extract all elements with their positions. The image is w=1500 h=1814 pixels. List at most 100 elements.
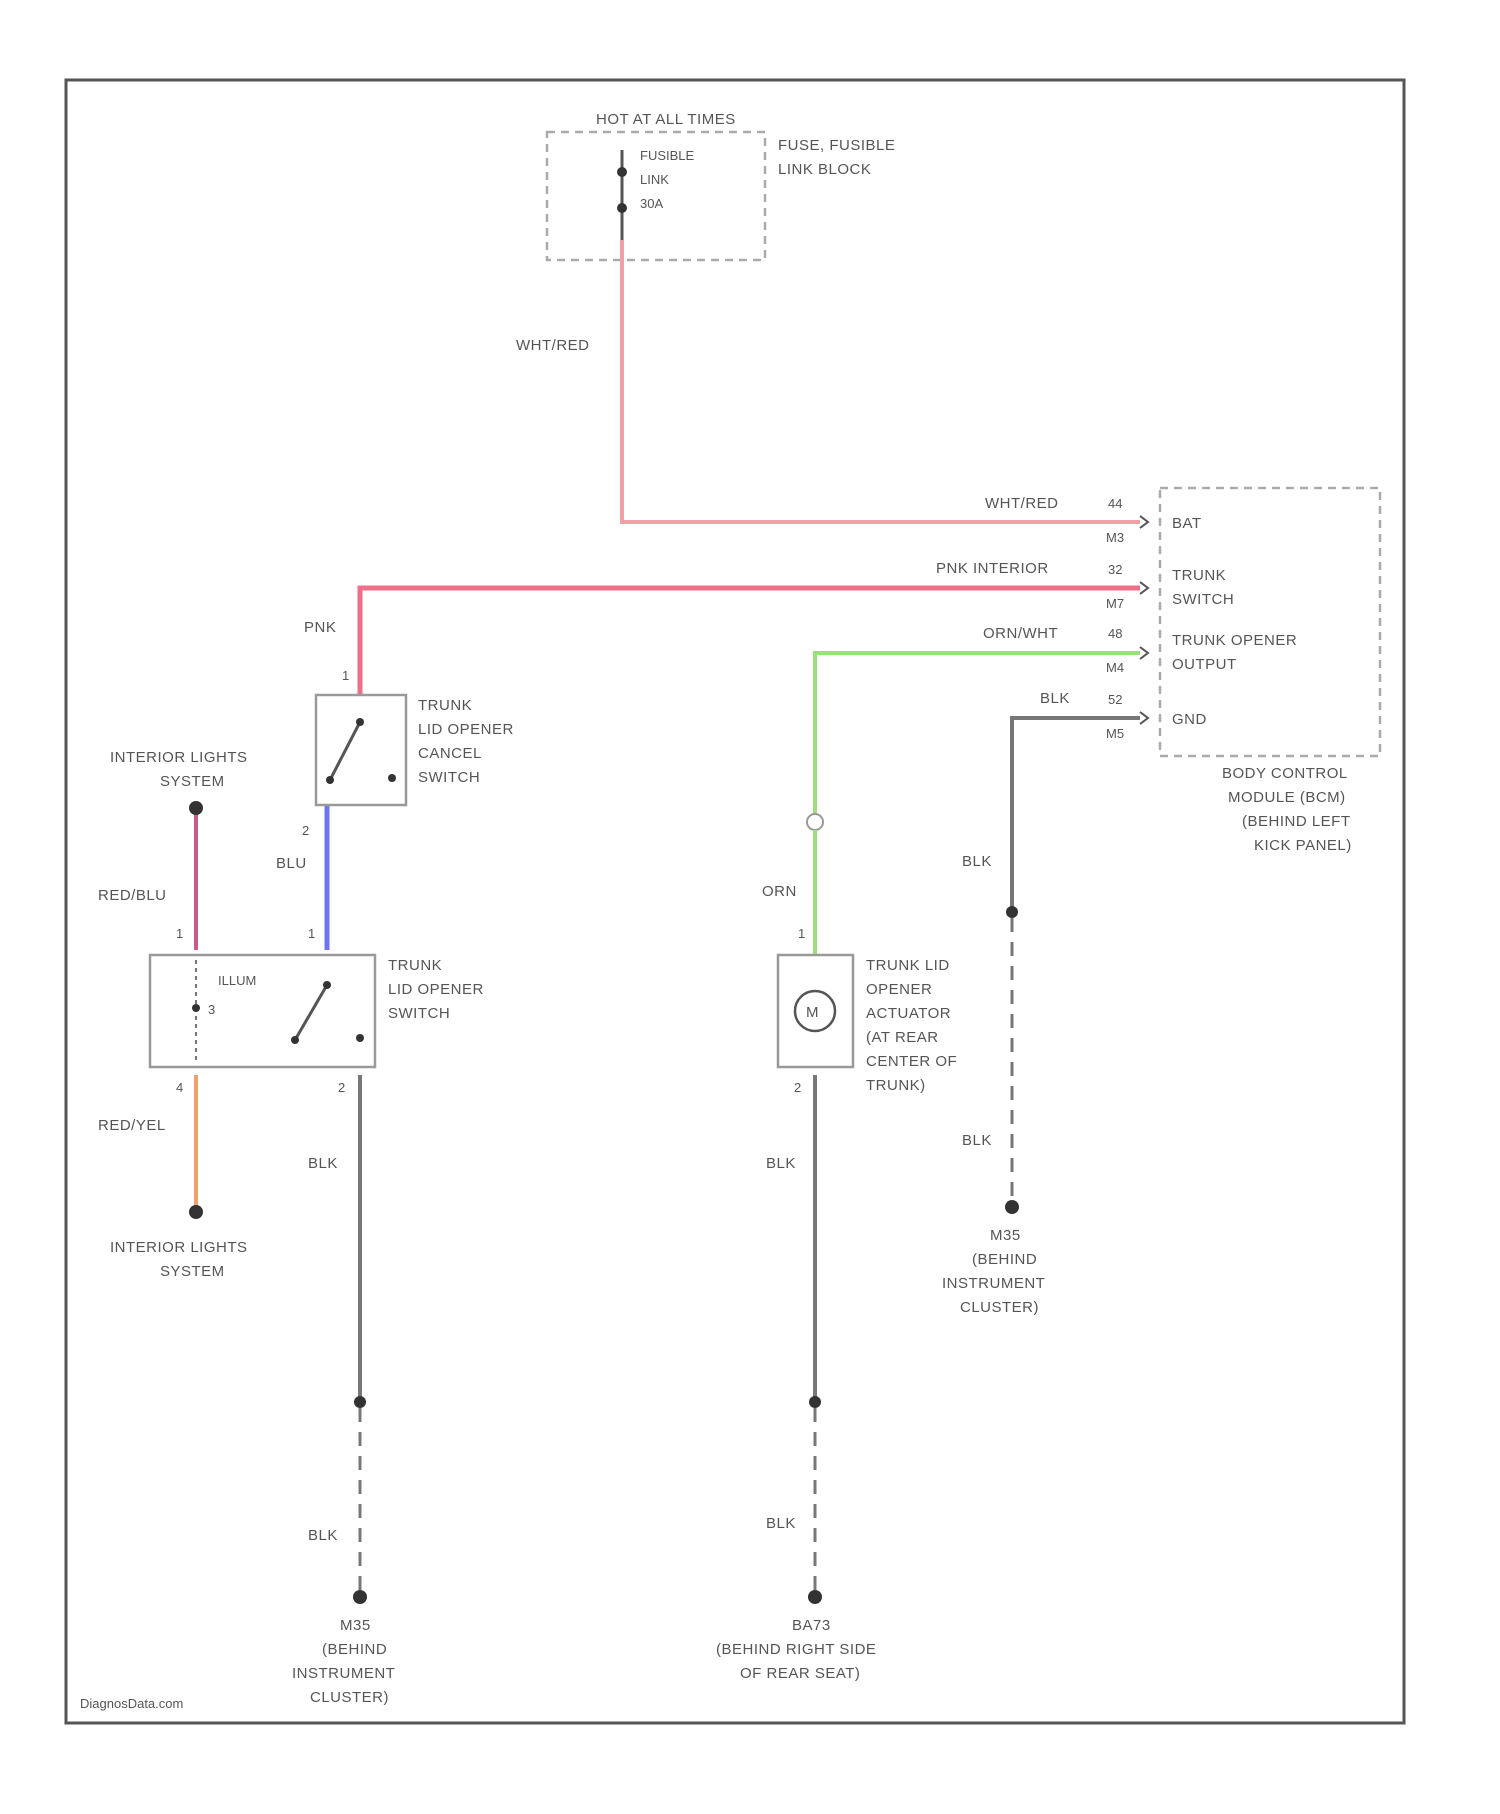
interior-lights-bottom-connector-icon [189,1205,203,1219]
opener-switch-pin-b: 1 [308,926,315,941]
fuse-node-top [617,167,627,177]
bcm-pin-num-3: 52 [1108,692,1122,707]
switch-node [326,776,334,784]
opener-switch-label-1: TRUNK [388,957,442,974]
ground-g1-label-3: INSTRUMENT [292,1665,395,1682]
opener-switch-label-3: SWITCH [388,1005,450,1022]
switch-node [356,718,364,726]
ground-g1-icon [353,1590,367,1604]
opener-switch-body [150,955,375,1067]
connector-node-icon [807,814,823,830]
wire-label-red-blu: RED/BLU [98,887,167,904]
fuse-node-bottom [617,203,627,213]
opener-switch-pin-a: 1 [176,926,183,941]
actuator-label-6: TRUNK) [866,1077,926,1094]
ground-g3-label-1: M35 [990,1227,1021,1244]
cancel-switch-label-2: LID OPENER [418,721,514,738]
opener-switch-pin-d: 2 [338,1080,345,1095]
splice-node [1006,906,1018,918]
bcm-label-2: MODULE (BCM) [1228,789,1346,806]
bcm-pin-name-trunk-switch-1: TRUNK [1172,567,1226,584]
bcm-pin-sub-3: M5 [1106,726,1124,741]
ground-g3-label-3: INSTRUMENT [942,1275,1045,1292]
splice-node-left [354,1396,366,1408]
opener-switch-pin-e: 3 [208,1002,215,1017]
wire-label-blk-s1: BLK [308,1155,338,1172]
ground-g2-label-1: BA73 [792,1617,831,1634]
wire-label-blk-bottom-mid: BLK [766,1515,796,1532]
wire-label-wht-red-2: WHT/RED [985,495,1059,512]
fuse-block-name-2: LINK BLOCK [778,161,871,178]
wire-label-red-yel: RED/YEL [98,1117,166,1134]
bcm-pin-sub-1: M7 [1106,596,1124,611]
wire-label-blk-mid: BLK [962,853,992,870]
wire-label-pnk-interior: PNK INTERIOR [936,560,1049,577]
bcm-pin-sub-0: M3 [1106,530,1124,545]
ground-g2-icon [808,1590,822,1604]
fuse-label-2: LINK [640,172,669,187]
actuator-pin-top: 1 [798,926,805,941]
actuator-label-3: ACTUATOR [866,1005,951,1022]
interior-lights-top-label-1: INTERIOR LIGHTS [110,749,248,766]
wire-label-orn-wht: ORN/WHT [983,625,1058,642]
wire-label-pnk: PNK [304,619,336,636]
hot-at-all-times-label: HOT AT ALL TIMES [596,111,736,128]
opener-switch-label-2: LID OPENER [388,981,484,998]
ground-g3-label-2: (BEHIND [972,1251,1037,1268]
bcm-connector-icon [1140,647,1148,659]
cancel-switch-body [316,695,406,805]
fuse-block-name-1: FUSE, FUSIBLE [778,137,895,154]
wire-label-blu: BLU [276,855,307,872]
switch-node [356,1034,364,1042]
wire-orn-wht [815,653,1140,820]
cancel-switch-pin-bottom: 2 [302,823,309,838]
bcm-pin-sub-2: M4 [1106,660,1124,675]
illum-lamp-icon [192,1004,200,1012]
trunk-lid-opener-cancel-switch: 1 2 TRUNK LID OPENER CANCEL SWITCH [302,668,514,838]
interior-lights-top-label-2: SYSTEM [160,773,225,790]
fuse-label-3: 30A [640,196,663,211]
opener-switch-pin-c: 4 [176,1080,183,1095]
bcm-label-3: (BEHIND LEFT [1242,813,1351,830]
bcm-label-4: KICK PANEL) [1254,837,1352,854]
bcm-pin-name-trunk-switch-2: SWITCH [1172,591,1234,608]
interior-lights-bottom-label-2: SYSTEM [160,1263,225,1280]
actuator-label-5: CENTER OF [866,1053,957,1070]
bcm-pin-num-1: 32 [1108,562,1122,577]
ground-g3-label-4: CLUSTER) [960,1299,1039,1316]
switch-node [291,1036,299,1044]
ground-g1-label-4: CLUSTER) [310,1689,389,1706]
bcm-pin-name-opener-output-2: OUTPUT [1172,656,1237,673]
wire-blk-gnd [1012,718,1140,912]
actuator-label-1: TRUNK LID [866,957,950,974]
bcm-connector-icon [1140,712,1148,724]
splice-node-mid [809,1396,821,1408]
interior-lights-bottom-label-1: INTERIOR LIGHTS [110,1239,248,1256]
bcm-pin-num-0: 44 [1108,496,1122,511]
illum-label: ILLUM [218,973,256,988]
ground-g2-label-3: OF REAR SEAT) [740,1665,860,1682]
switch-node [323,981,331,989]
wire-label-blk-bottom-left: BLK [308,1527,338,1544]
bcm-pin-name-opener-output-1: TRUNK OPENER [1172,632,1297,649]
cancel-switch-label-3: CANCEL [418,745,482,762]
footer-watermark: DiagnosData.com [80,1696,183,1711]
wire-wht-red [622,240,1140,522]
wire-label-blk-top: BLK [1040,690,1070,707]
trunk-lid-opener-switch: ILLUM 1 1 4 2 3 TRUNK LID OPENER SWITCH [150,926,484,1095]
bcm-connector-icon [1140,516,1148,528]
motor-symbol: M [806,1004,819,1021]
wire-label-wht-red-1: WHT/RED [516,337,590,354]
bcm-pin-name-gnd: GND [1172,711,1207,728]
bcm-connector-icon [1140,582,1148,594]
cancel-switch-pin-top: 1 [342,668,349,683]
cancel-switch-label-1: TRUNK [418,697,472,714]
fuse-label-1: FUSIBLE [640,148,695,163]
cancel-switch-label-4: SWITCH [418,769,480,786]
trunk-lid-opener-actuator: M 1 2 TRUNK LID OPENER ACTUATOR (AT REAR… [778,926,957,1095]
fuse-block: HOT AT ALL TIMES FUSIBLE LINK 30A FUSE, … [547,111,895,260]
body-control-module: 44 M3 BAT 32 M7 TRUNK SWITCH 48 M4 TRUNK… [1106,488,1380,854]
wire-label-orn: ORN [762,883,797,900]
switch-node [388,774,396,782]
